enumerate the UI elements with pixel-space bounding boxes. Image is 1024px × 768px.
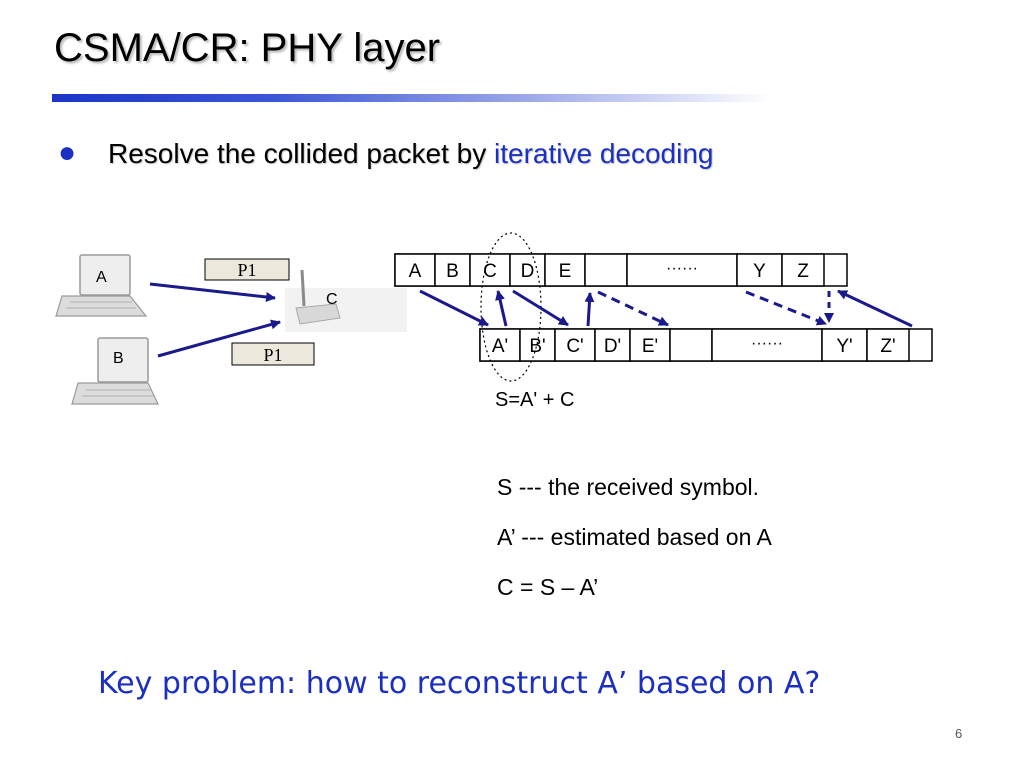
arrow-a-prime-to-c [495, 290, 508, 327]
row2-cell-label: B' [529, 336, 545, 357]
row2-cell-label: D' [604, 336, 621, 357]
bullet-dot-icon: ● [58, 136, 77, 169]
row1-cell-label: B [446, 261, 459, 282]
row1-cell [584, 253, 628, 287]
packet-row-2: A' B' C' D' E' ······ Y' Z' [479, 328, 933, 362]
bullet-highlight: iterative decoding [494, 138, 714, 169]
row1-cell [544, 253, 586, 287]
arrow-d-to-c-prime-dashed [597, 290, 669, 327]
bullet-text: Resolve the collided packet by iterative… [108, 138, 713, 170]
bullet-plain: Resolve the collided packet by [108, 138, 494, 169]
arrow-b-to-c [157, 319, 281, 358]
note-received-symbol: S --- the received symbol. [497, 474, 760, 500]
arrow-y-to-y-prime-dashed [745, 290, 827, 326]
row2-cell [866, 328, 910, 362]
title-underline [52, 94, 772, 102]
note-subtract: C = S – A’ [497, 574, 599, 600]
svg-text:P1: P1 [237, 260, 256, 280]
row2-cell [821, 328, 868, 362]
row2-cell [629, 328, 671, 362]
row2-cell-label: E' [642, 336, 658, 357]
row1-cell [626, 253, 738, 287]
arrow-a-to-c [149, 282, 276, 302]
row2-cell [711, 328, 823, 362]
slide-title: CSMA/CR: PHY layer [54, 26, 441, 70]
row1-cell-label: Z [797, 261, 809, 282]
note-estimated: A’ --- estimated based on A [497, 524, 772, 550]
row1-cell [781, 253, 825, 287]
row1-cell [736, 253, 783, 287]
row2-cell-label: Y' [836, 336, 852, 357]
row2-cell-label: A' [492, 336, 508, 357]
router-label: C [326, 291, 338, 308]
arrow-c-to-b-prime [512, 289, 569, 327]
router-icon: C [285, 269, 407, 332]
laptop-a-icon: A [55, 254, 148, 317]
arrow-b-prime-to-d [584, 292, 595, 327]
laptop-b-icon: B [71, 337, 159, 405]
laptop-b-label: B [113, 350, 124, 367]
row1-cell-label: ······ [666, 260, 698, 277]
row1-cell-label: A [409, 261, 422, 282]
arrow-y-prime-to-z [837, 289, 913, 328]
row2-cell-label: Z' [880, 336, 895, 357]
row2-cell [594, 328, 631, 362]
row1-cell-label: D [521, 261, 535, 282]
row1-cell-label: Y [753, 261, 766, 282]
row1-cell-label: E [559, 261, 572, 282]
packet-label-b: P1 [231, 342, 315, 366]
row2-cell [669, 328, 713, 362]
page-number: 6 [955, 726, 963, 741]
svg-text:P1: P1 [263, 345, 282, 365]
key-problem-text: Key problem: how to reconstruct A’ based… [98, 666, 821, 701]
laptop-a-label: A [96, 269, 107, 286]
formula-text: S=A' + C [495, 389, 574, 411]
packet-label-a: P1 [204, 258, 290, 281]
row2-cell [519, 328, 556, 362]
row2-cell [479, 328, 521, 362]
row2-cell-label: ······ [751, 335, 783, 352]
arrow-a-to-a-prime [419, 289, 489, 327]
row2-cell-label: C' [566, 336, 583, 357]
